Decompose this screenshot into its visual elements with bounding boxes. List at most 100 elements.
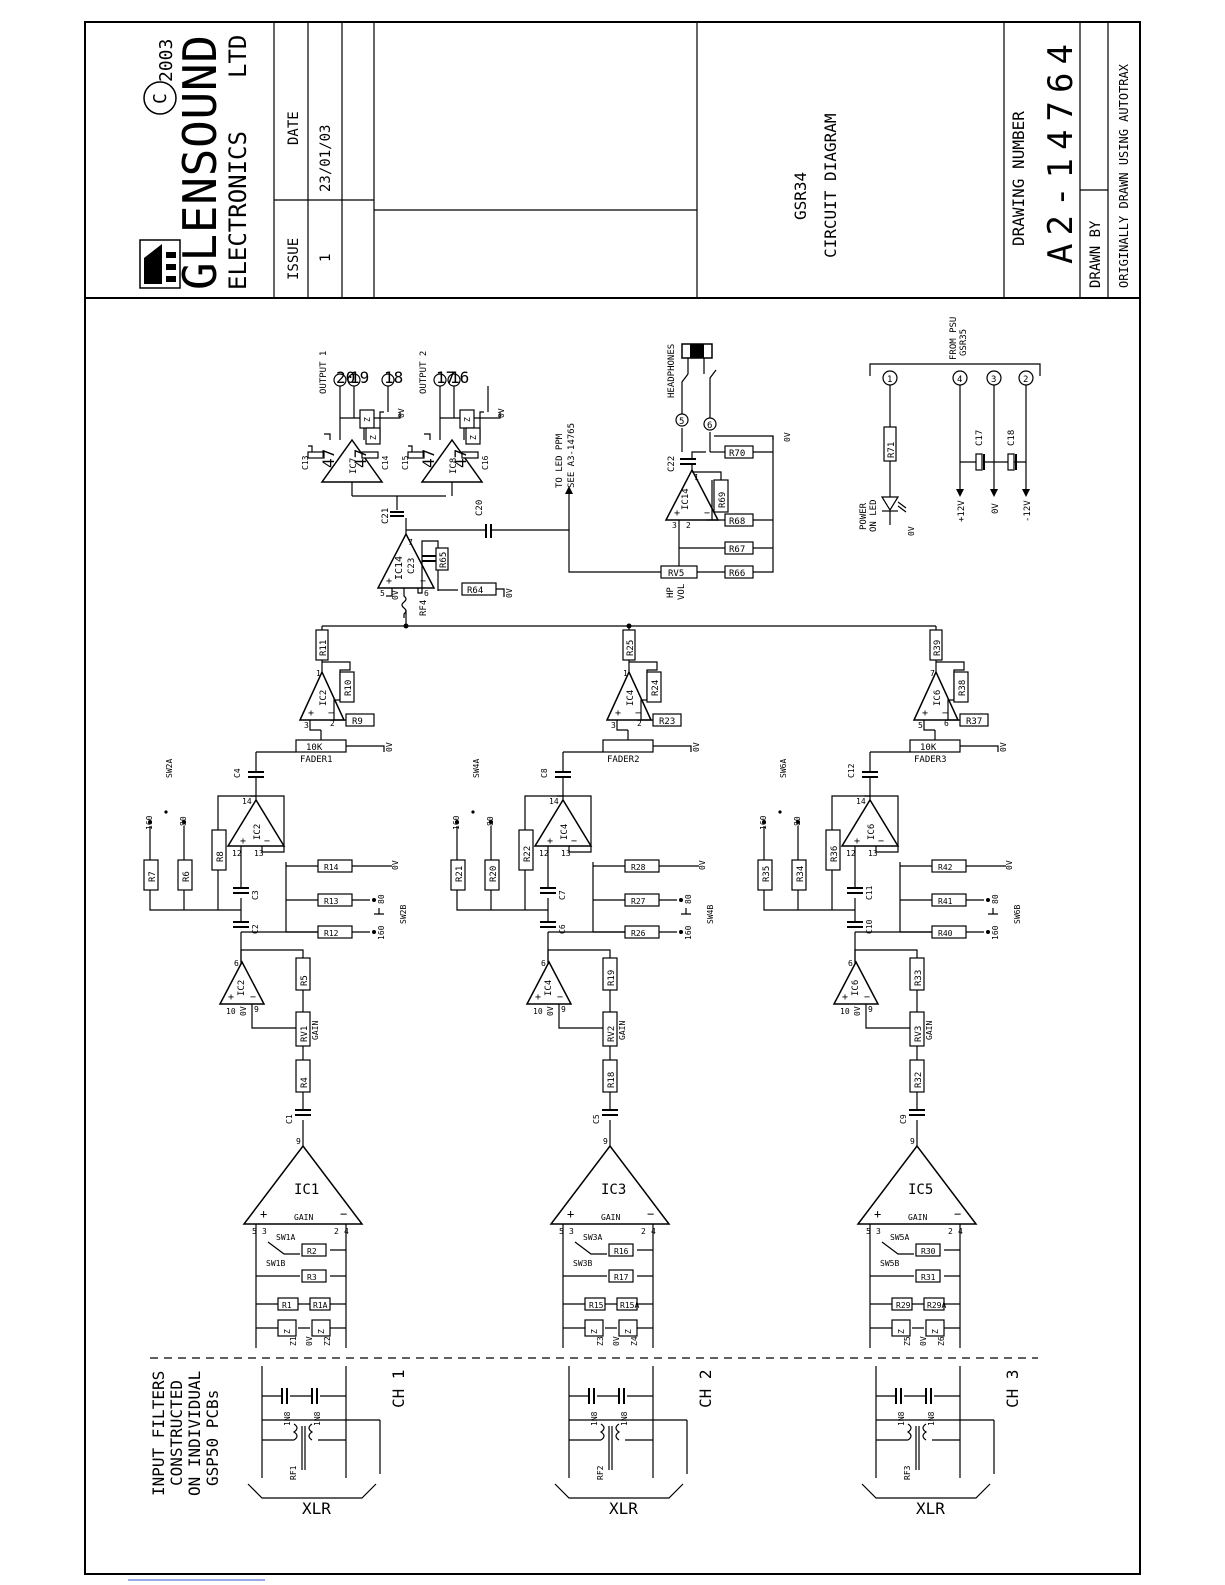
pin-label: 9: [603, 1137, 608, 1146]
input-note-line: ON INDIVIDUAL: [185, 1371, 204, 1496]
pin-number: 18: [384, 368, 403, 387]
switch-value: 160: [452, 815, 461, 830]
filter-capacitor: [311, 1388, 318, 1404]
resistor-label: R2: [307, 1247, 317, 1256]
output-capacitor: [407, 451, 425, 459]
filter-capacitor: [588, 1388, 595, 1404]
eq-capacitor: [847, 887, 863, 894]
eq-value: 80: [684, 894, 693, 904]
output-capacitor: [361, 451, 379, 459]
zener-ref: Z5: [903, 1336, 912, 1346]
resistor: [608, 1243, 634, 1257]
zener-label: Z: [283, 1329, 292, 1334]
rf-label: RF3: [903, 1465, 912, 1480]
date-label: DATE: [286, 111, 302, 145]
copyright-symbol: C: [150, 93, 171, 104]
resistor-label: R18: [607, 1072, 617, 1088]
resistor-label: R41: [938, 897, 953, 906]
coupling-capacitor: [862, 771, 878, 778]
company-subname: ELECTRONICS: [224, 131, 252, 290]
resistor-label: R32: [914, 1072, 924, 1088]
minus-sign: −: [954, 1207, 961, 1221]
resistor-label: R7: [148, 871, 158, 882]
switch-label: SW5A: [890, 1233, 909, 1242]
eq-amp: [226, 798, 286, 847]
switch-value: 160: [759, 815, 768, 830]
minus-sign: −: [264, 836, 270, 847]
amp-label: IC4: [626, 690, 636, 706]
pin-label: 12: [846, 849, 856, 858]
gain-label: GAIN: [908, 1213, 927, 1222]
zero-volt-label: 0V: [391, 590, 400, 600]
switch-label: SW1A: [276, 1233, 295, 1242]
capacitor-label: C2: [251, 924, 260, 934]
rail-label: +12V: [957, 500, 967, 522]
issue-value: 1: [318, 254, 334, 262]
input-capacitor: [295, 1109, 311, 1116]
resistor: [959, 713, 989, 727]
resistor-label: R28: [631, 863, 646, 872]
pin-label: 9: [254, 1005, 259, 1014]
fader-label: FADER1: [300, 755, 333, 765]
r69-label: R69: [718, 492, 728, 508]
psu-connector: FROM PSU GSR35 1 4 3 2 R71 POWER ON LED …: [859, 317, 1041, 536]
capacitor-value: 1N8: [927, 1411, 936, 1426]
pin-label: 5: [866, 1227, 871, 1236]
capacitor-label: C3: [251, 890, 260, 900]
glensound-logo-icon: [139, 239, 181, 289]
resistor: [652, 713, 682, 727]
pin-number: 16: [450, 368, 469, 387]
resistor-r65: [435, 547, 449, 571]
fader-value: 10K: [920, 743, 937, 753]
headphone-stage: RV5 HP VOL R66 IC14 + − 3 2 1 R67 R68 R6…: [568, 343, 792, 600]
channel-label: CH 1: [389, 1369, 408, 1408]
output-label: OUTPUT 2: [419, 351, 429, 394]
output-pin: [447, 373, 461, 387]
drawn-by-label: DRAWN BY: [1088, 220, 1104, 288]
resistor-label: R23: [659, 717, 675, 727]
capacitor-label: C7: [558, 890, 567, 900]
pin-label: 13: [254, 849, 264, 858]
company-suffix: LTD: [224, 35, 252, 78]
fader-buffer-amp: [298, 670, 346, 721]
zero-volt-label: 0V: [497, 408, 506, 418]
resistor-label: R21: [455, 866, 465, 882]
rf-label: RF2: [596, 1465, 605, 1480]
zener-ref: Z3: [596, 1336, 605, 1346]
resistor-label: R15A: [620, 1301, 639, 1310]
output-zener: [465, 427, 481, 445]
plus-sign: +: [615, 708, 621, 719]
rf-label: RF1: [289, 1465, 298, 1480]
zener-ref: Z4: [630, 1336, 639, 1346]
pin-label: 2: [334, 1227, 339, 1236]
minus-sign: −: [328, 708, 334, 719]
zero-volt-label: 0V: [612, 1336, 621, 1346]
zener-diode: [311, 1319, 331, 1337]
resistor-label: R20: [489, 866, 499, 882]
output-pin: [433, 373, 447, 387]
pin-number: 2: [1023, 375, 1028, 385]
input-note-line: CONSTRUCTED: [167, 1380, 186, 1486]
issue-label: ISSUE: [286, 238, 302, 280]
coupling-capacitor: [248, 771, 264, 778]
resistor-label: R27: [631, 897, 646, 906]
switch-label: SW6A: [779, 759, 788, 778]
pin-label: 2: [637, 719, 642, 728]
capacitor-value: 1N8: [590, 1411, 599, 1426]
resistor-label: R31: [921, 1273, 936, 1282]
pin-label: 6: [234, 959, 239, 968]
zener-label: Z: [590, 1329, 599, 1334]
preamp-label: IC5: [908, 1182, 933, 1198]
amp-label: IC6: [933, 690, 943, 706]
gain-amp: [218, 960, 266, 1005]
resistor-label: R1: [282, 1301, 292, 1310]
pin-label: 12: [539, 849, 549, 858]
capacitor-label: C11: [865, 885, 874, 900]
plus-sign: +: [547, 836, 553, 847]
resistor-label: R38: [958, 680, 968, 696]
resistor-label: R25: [626, 640, 636, 656]
